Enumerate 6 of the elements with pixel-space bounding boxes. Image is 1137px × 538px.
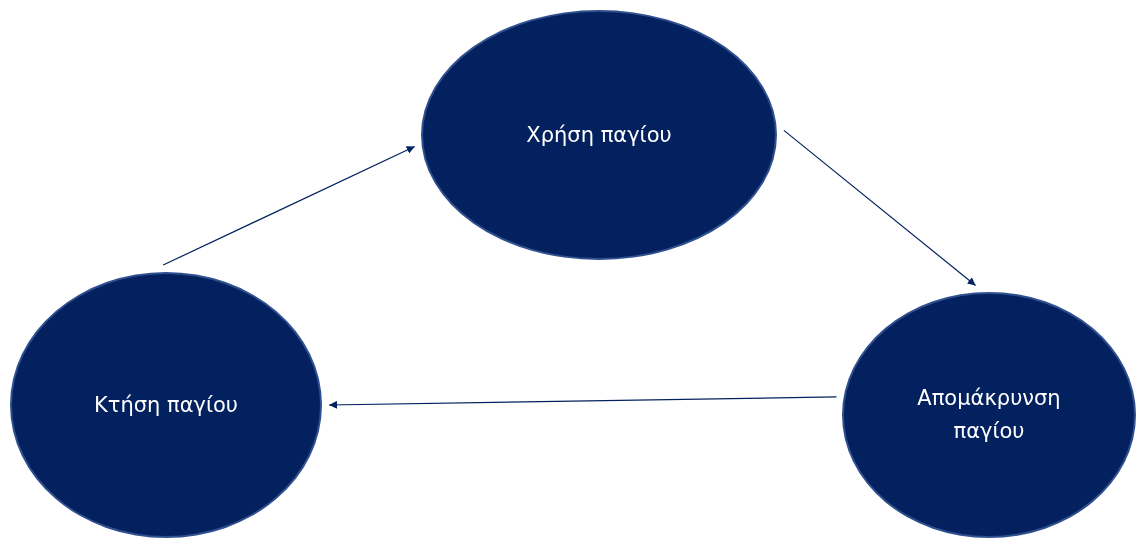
arrow: [162, 145, 416, 266]
arrow: [783, 129, 977, 287]
node-label: Χρήση παγίου: [526, 121, 672, 149]
node-label: Κτήση παγίου: [93, 391, 238, 419]
node-label: Απομάκρυνση παγίου: [916, 385, 1062, 445]
arrow: [328, 396, 838, 409]
